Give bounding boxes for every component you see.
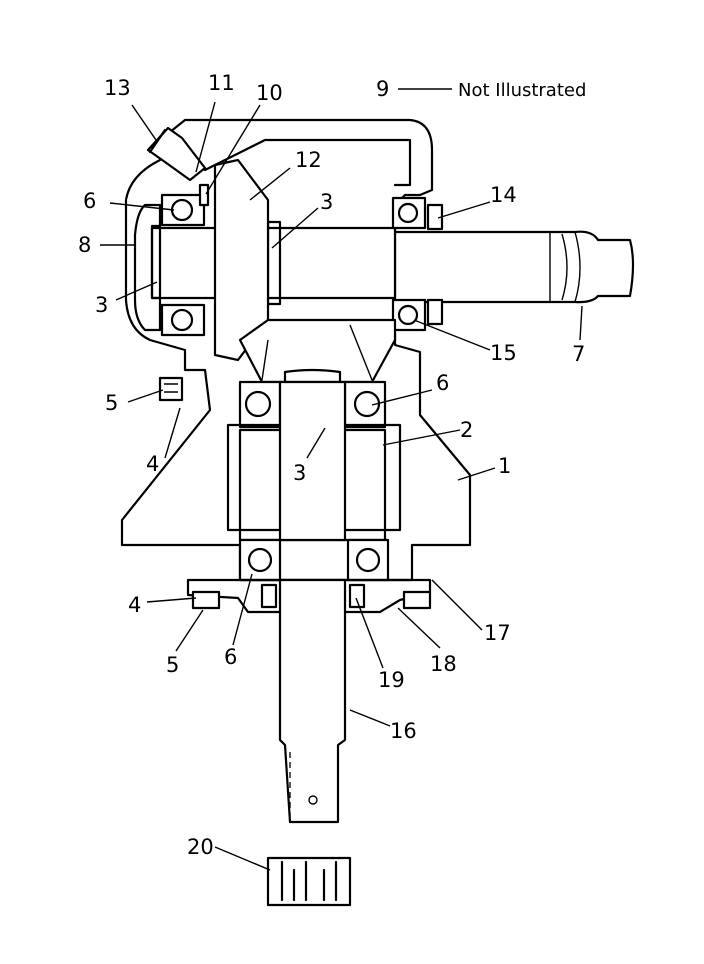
callout-12: 12 — [295, 148, 322, 172]
callout-8: 8 — [78, 233, 91, 257]
bearing-ball-bottom-left — [170, 308, 194, 332]
output-shaft — [278, 380, 347, 542]
callout-16: 16 — [390, 719, 417, 743]
shim-10 — [198, 183, 210, 207]
seal-19 — [260, 583, 278, 609]
bearing-ball-top-left — [170, 198, 194, 222]
callout-3-left: 3 — [95, 293, 108, 317]
callout-6-mid: 6 — [436, 371, 449, 395]
bearing-ball-output-upper-left — [244, 390, 272, 418]
note-number: 9 — [376, 77, 389, 101]
shaft-hidden-bore — [289, 752, 339, 820]
callout-7: 7 — [572, 342, 585, 366]
bearing-ball-output-upper-right — [353, 390, 381, 418]
callout-2: 2 — [460, 418, 473, 442]
collar — [266, 856, 352, 907]
callout-18: 18 — [430, 652, 457, 676]
bearing-ball-output-lower-left — [247, 547, 273, 573]
note-text: Not Illustrated — [458, 80, 586, 101]
bearing-ball-output-lower-right — [355, 547, 381, 573]
callout-6-top: 6 — [83, 189, 96, 213]
callout-14: 14 — [490, 183, 517, 207]
callout-4-left: 4 — [146, 452, 159, 476]
input-shaft — [150, 226, 397, 300]
callout-5-bottom: 5 — [166, 653, 179, 677]
bolt-bottom-left — [191, 590, 221, 610]
callout-4-bottom: 4 — [128, 593, 141, 617]
seal-19-right — [348, 583, 366, 609]
callout-10: 10 — [256, 81, 283, 105]
bolt-left-hex — [164, 383, 178, 393]
breather-fitting — [146, 126, 207, 182]
callout-3-mid: 3 — [293, 461, 306, 485]
callout-3-top: 3 — [320, 190, 333, 214]
shaft-spline — [549, 231, 581, 303]
callout-1: 1 — [498, 454, 511, 478]
callout-17: 17 — [484, 621, 511, 645]
housing-outline — [120, 118, 472, 582]
seal-15 — [426, 298, 444, 326]
callout-15: 15 — [490, 341, 517, 365]
callout-19: 19 — [378, 668, 405, 692]
input-shaft-extension — [393, 230, 635, 304]
housing-inner-wall — [203, 138, 412, 187]
callout-20: 20 — [187, 835, 214, 859]
callout-6-bottom: 6 — [224, 645, 237, 669]
retaining-ring-left — [150, 224, 162, 300]
bolt-left — [158, 376, 184, 402]
callout-5-left: 5 — [105, 391, 118, 415]
callout-13: 13 — [104, 76, 131, 100]
bearing-ball-bottom-right — [397, 304, 419, 326]
callout-11: 11 — [208, 71, 235, 95]
breather-cap — [148, 128, 167, 154]
bearing-ball-top-right — [397, 202, 419, 224]
pinion-teeth — [261, 324, 373, 381]
leader-lines — [100, 88, 583, 871]
bolt-bottom-right — [402, 590, 432, 610]
collar-slots — [280, 860, 338, 902]
shaft-cross-hole — [308, 795, 318, 805]
left-cover — [133, 203, 162, 332]
output-shaft-extension — [278, 578, 347, 824]
shaft-top — [283, 368, 342, 384]
